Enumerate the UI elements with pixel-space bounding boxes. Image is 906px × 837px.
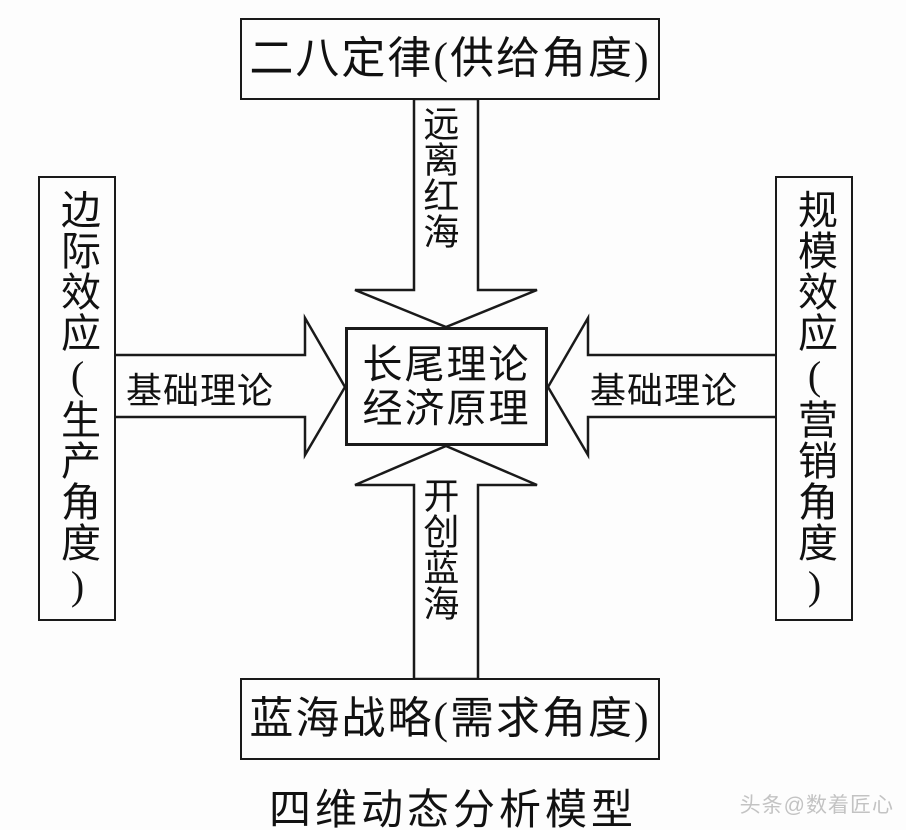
node-center-label-line1: 长尾理论 [362,342,531,388]
arrow-right-label: 基础理论 [590,371,739,411]
node-bottom-label: 蓝海战略(需求角度) [249,694,651,743]
node-top-label: 二八定律(供给角度) [249,34,651,83]
node-left-marginal-effect[interactable]: 边际效应(生产角度) [38,176,116,621]
node-right-scale-effect[interactable]: 规模效应(营销角度) [775,176,853,621]
arrow-right-to-center [546,313,780,460]
diagram-caption: 四维动态分析模型 [268,788,637,834]
arrow-left-to-center [112,313,347,460]
node-center-label-line2: 经济原理 [362,385,531,431]
node-left-label: 边际效应(生产角度) [55,188,100,609]
watermark: 头条@数着匠心 [739,794,894,817]
node-bottom-blue-ocean-strategy[interactable]: 蓝海战略(需求角度) [240,678,660,760]
node-top-pareto-principle[interactable]: 二八定律(供给角度) [240,18,660,100]
arrow-left-label: 基础理论 [126,371,275,411]
node-right-label: 规模效应(营销角度) [792,188,837,609]
arrow-top-to-center [354,97,538,329]
arrow-top-label: 远离红海 [418,105,459,249]
arrow-bottom-to-center [354,444,538,681]
node-center-long-tail-theory[interactable]: 长尾理论 经济原理 [345,327,548,446]
arrow-bottom-label: 开创蓝海 [418,477,459,621]
